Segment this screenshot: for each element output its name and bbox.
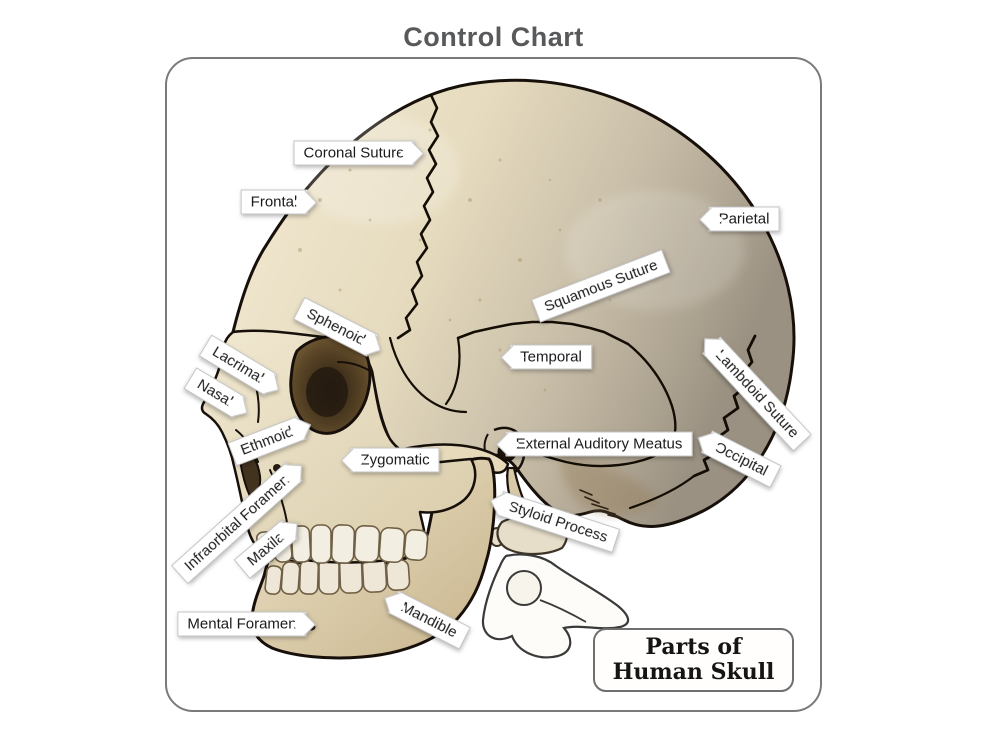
label-text: Coronal Suture: [303, 144, 405, 162]
label-text: Frontal: [250, 193, 298, 211]
label-text: Mental Foramen: [187, 615, 297, 633]
pointer-tip: [279, 521, 298, 540]
label-mental-foramen: Mental Foramen: [177, 611, 317, 637]
legend-line-1: Parts of: [645, 633, 742, 660]
label-external-auditory-meatus: External Auditory Meatus: [496, 431, 693, 457]
label-zygomatic: Zygomatic: [340, 447, 440, 473]
bone-texture-speckles: [298, 128, 642, 392]
page-title: Control Chart: [403, 22, 584, 52]
lambdoid-suture-line: [692, 334, 757, 478]
pointer-tip: [704, 337, 722, 356]
orbit-shadow: [306, 367, 348, 417]
legend-box: Parts of Human Skull: [593, 628, 794, 692]
label-text: Zygomatic: [360, 451, 430, 469]
label-parietal: Parietal: [699, 206, 780, 232]
sphenoid-line-1: [388, 336, 468, 414]
label-frontal: Frontal: [240, 189, 317, 215]
label-temporal: Temporal: [500, 344, 592, 370]
coronal-suture-line: [396, 93, 440, 340]
cervical-vertebrae: [481, 513, 630, 659]
squamous-suture-line: [456, 320, 630, 346]
suture-lines: [388, 93, 757, 510]
pointer-tip: [283, 463, 302, 482]
label-coronal-suture: Coronal Suture: [293, 140, 424, 166]
label-text: External Auditory Meatus: [515, 435, 683, 453]
mastoid-hatching: [579, 489, 621, 519]
mastoid-shading: [560, 455, 660, 516]
label-text: Parietal: [718, 210, 770, 228]
lower-teeth: [264, 556, 411, 595]
label-text: Temporal: [520, 348, 582, 366]
sphenoid-line-2: [444, 336, 461, 406]
occipital-edge-line: [628, 474, 696, 510]
legend-line-2: Human Skull: [612, 659, 775, 685]
pointer-tip: [258, 373, 280, 394]
